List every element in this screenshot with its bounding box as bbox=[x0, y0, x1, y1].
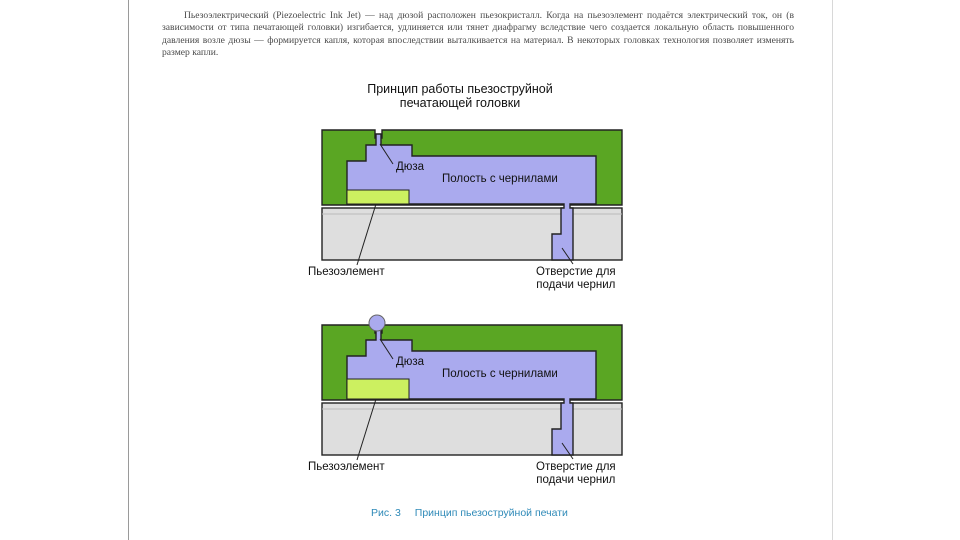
piezo-leader bbox=[356, 203, 377, 266]
ink-droplet bbox=[368, 314, 386, 332]
ink-cavity bbox=[346, 328, 597, 456]
nozzle-label: Дюза bbox=[396, 161, 425, 173]
diagram-title-line1: Принцип работы пьезоструйной bbox=[367, 82, 553, 96]
page-margin-rule bbox=[128, 0, 129, 540]
inlet-label-line2: подачи чернил bbox=[536, 474, 616, 486]
intro-term: Пьезоэлектрический (Piezoelectric Ink Je… bbox=[184, 10, 361, 21]
piezo-leader bbox=[356, 398, 377, 461]
nozzle-leader bbox=[379, 338, 394, 360]
printhead-droplet-figure bbox=[321, 314, 623, 461]
intro-paragraph: Пьезоэлектрический (Piezoelectric Ink Je… bbox=[162, 10, 794, 60]
inlet-label-line1: Отверстие для bbox=[536, 461, 616, 473]
inlet-label: Отверстие для подачи чернил bbox=[536, 266, 616, 292]
diagram-title: Принцип работы пьезоструйной печатающей … bbox=[340, 82, 580, 110]
diagram-panel-droplet: Дюза Полость с чернилами Пьезоэлемент От… bbox=[300, 303, 640, 493]
diagram-panel-idle: Дюза Полость с чернилами Пьезоэлемент От… bbox=[300, 108, 640, 298]
page-margin-rule-right bbox=[832, 0, 833, 540]
printhead-idle-figure bbox=[321, 129, 623, 266]
piezo-element bbox=[346, 378, 410, 400]
piezo-label: Пьезоэлемент bbox=[308, 461, 385, 473]
piezo-label: Пьезоэлемент bbox=[308, 266, 385, 278]
inlet-label: Отверстие для подачи чернил bbox=[536, 461, 616, 487]
nozzle-leader bbox=[379, 143, 394, 165]
piezo-element bbox=[346, 189, 410, 205]
inlet-label-line2: подачи чернил bbox=[536, 279, 616, 291]
inlet-leader bbox=[561, 247, 574, 265]
figure-caption: Рис. 3 Принцип пьезоструйной печати bbox=[371, 507, 568, 519]
intro-text: — над дюзой расположен пьезокристалл. Ко… bbox=[162, 10, 795, 59]
cavity-label: Полость с чернилами bbox=[442, 173, 558, 185]
ink-cavity bbox=[346, 133, 597, 261]
diagram-title-line2: печатающей головки bbox=[399, 96, 521, 110]
figure-number: Рис. 3 bbox=[371, 507, 401, 519]
inlet-leader bbox=[561, 442, 574, 460]
nozzle-label: Дюза bbox=[396, 356, 425, 368]
inlet-label-line1: Отверстие для bbox=[536, 266, 616, 278]
cavity-label: Полость с чернилами bbox=[442, 368, 558, 380]
figure-caption-text: Принцип пьезоструйной печати bbox=[414, 507, 568, 519]
